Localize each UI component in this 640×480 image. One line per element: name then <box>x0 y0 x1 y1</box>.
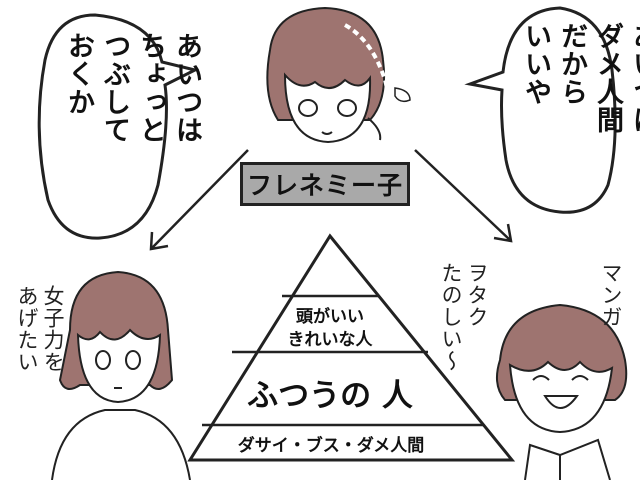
left-character <box>51 270 191 480</box>
top-character <box>266 6 411 144</box>
pyramid-tier3-text: ダサイ・ブス・ダメ人間 <box>237 436 425 456</box>
right-caption-main: ヲタク たのしい〜 <box>439 262 489 372</box>
center-label-box: フレネミー子 <box>240 162 410 206</box>
arrow-right <box>414 149 511 241</box>
center-label: フレネミー子 <box>246 171 403 200</box>
pyramid-diagram <box>187 233 516 462</box>
left-speech-bubble <box>37 13 200 240</box>
pyramid-tier1b-text: きれいな人 <box>287 330 373 350</box>
right-speech-bubble <box>464 6 617 214</box>
right-character <box>495 303 628 480</box>
right-speech-text: あいつは ダメ人間 だから いいや <box>520 22 640 134</box>
left-speech-text: あいつは ちょっと つぶして おくか <box>63 32 202 144</box>
pyramid-tier2-text: ふつうの 人 <box>247 378 413 414</box>
arrow-left <box>151 149 249 249</box>
right-caption-top: マンガ <box>599 262 623 328</box>
left-caption: 女子力を あげたい <box>15 285 65 373</box>
pyramid-tier1-text: 頭がいい <box>296 307 364 327</box>
